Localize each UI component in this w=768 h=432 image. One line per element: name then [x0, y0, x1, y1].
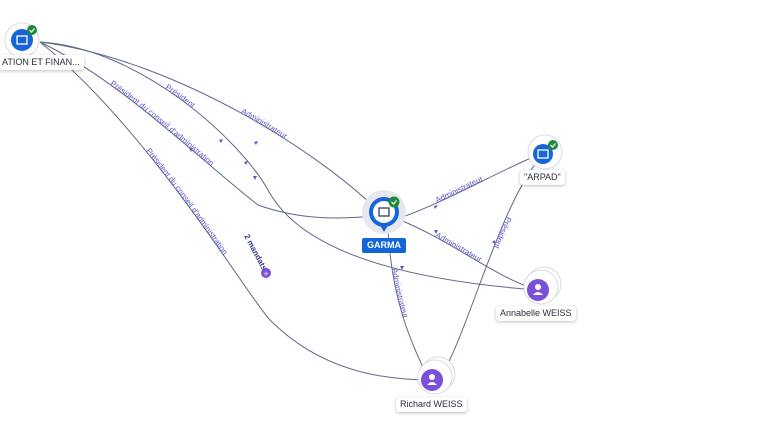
building-icon: [537, 149, 549, 159]
edge-label-president-arpad: Président: [492, 215, 514, 250]
verified-check-icon: [548, 140, 558, 150]
arrow-icon: [434, 205, 438, 209]
arrow-icon: [253, 176, 257, 180]
node-company-arpad[interactable]: [527, 134, 563, 170]
person-icon: [535, 284, 541, 290]
edge-label-mandats: 2 mandats: [242, 233, 269, 273]
arrow-icon: [492, 240, 495, 244]
arrow-icon: [244, 161, 248, 165]
edge-label-administrateur-richard: Administrateur: [390, 268, 410, 320]
arrow-icon: [254, 141, 258, 145]
node-label-top-left[interactable]: ATION ET FINAN...: [0, 55, 84, 70]
verified-check-icon: [388, 196, 400, 208]
arrow-icon: [189, 148, 193, 152]
edge-label-administrateur-annabelle: Administrateur: [434, 231, 484, 265]
edge-president-conseil-richard[interactable]: [39, 41, 433, 381]
verified-check-icon: [27, 25, 37, 35]
node-person-richard[interactable]: [417, 356, 456, 395]
node-label-arpad[interactable]: "ARPAD": [520, 170, 565, 185]
edge-label-administrateur-1: Administrateur: [240, 107, 289, 141]
node-company-garma[interactable]: [362, 190, 406, 234]
node-label-richard[interactable]: Richard WEISS: [396, 397, 467, 412]
edge-president[interactable]: [39, 41, 539, 291]
edge-label-president: Président: [164, 83, 197, 111]
edge-administrateur-garma[interactable]: [39, 41, 383, 216]
edge-president-richard-arpad[interactable]: [439, 151, 546, 379]
building-icon: [16, 35, 28, 45]
mandats-indicator-icon[interactable]: +: [261, 268, 271, 278]
edge-label-president-conseil-2: Président du conseil d'administration: [144, 146, 229, 256]
node-company-top-left[interactable]: [4, 22, 40, 58]
node-person-annabelle[interactable]: [523, 266, 562, 305]
arrow-icon: [400, 266, 404, 270]
building-icon: [378, 207, 390, 217]
arrow-icon: [434, 230, 438, 234]
node-label-garma[interactable]: GARMA: [362, 238, 406, 253]
edge-label-administrateur-arpad: Administrateur: [434, 174, 485, 205]
person-icon: [429, 374, 435, 380]
arrow-icon: [219, 139, 223, 143]
svg-text:+: +: [263, 270, 269, 278]
edge-president-conseil[interactable]: [39, 41, 383, 219]
node-label-annabelle[interactable]: Annabelle WEISS: [496, 306, 576, 321]
